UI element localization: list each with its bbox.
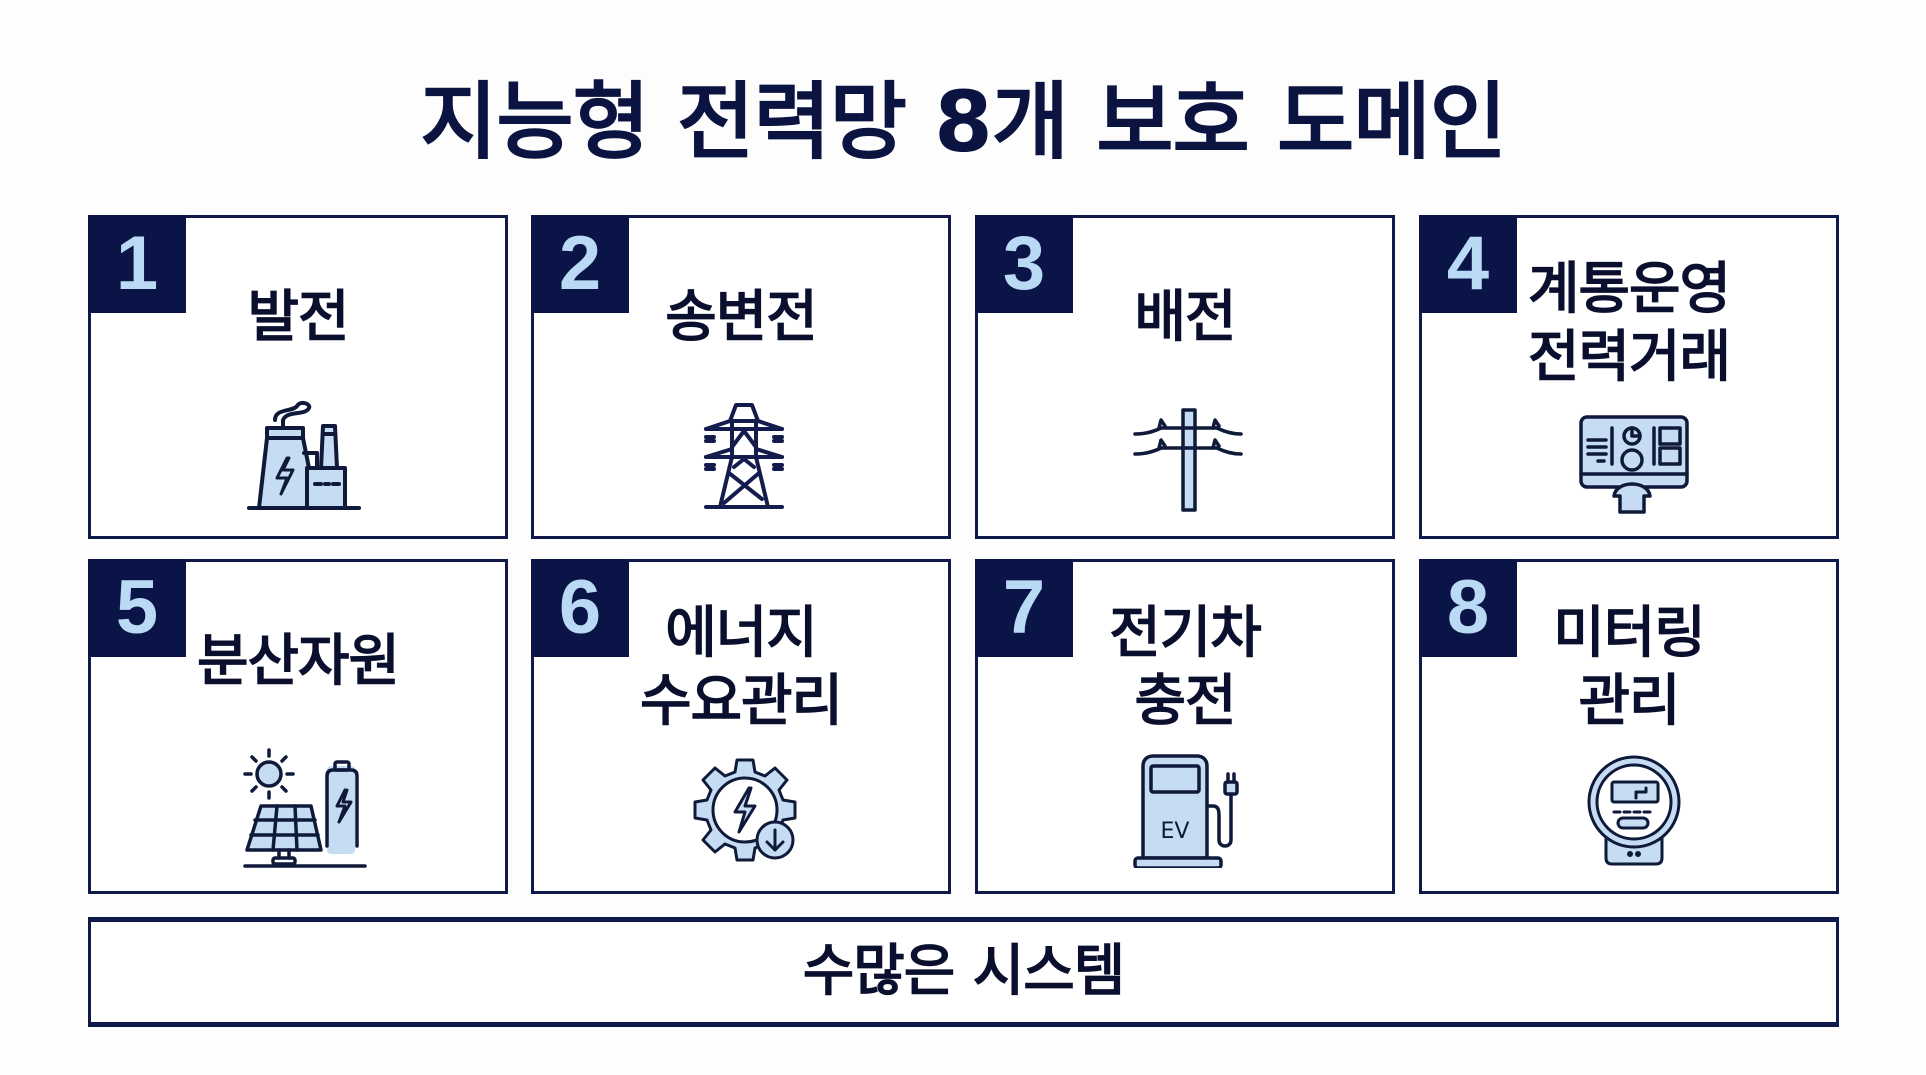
energy-gear-icon	[689, 754, 801, 866]
domain-label: 계통운영 전력거래	[1527, 257, 1731, 390]
domain-card-distribution: 3 배전	[975, 215, 1395, 539]
domain-number-badge: 8	[1419, 559, 1517, 657]
domain-label: 미터링 관리	[1553, 601, 1706, 734]
ev-charger-icon: EV	[1133, 754, 1251, 868]
domain-number-badge: 2	[531, 215, 629, 313]
domain-number-badge: 4	[1419, 215, 1517, 313]
domain-number-badge: 3	[975, 215, 1073, 313]
domain-label: 분산자원	[196, 629, 400, 694]
domain-card-generation: 1 발전	[88, 215, 508, 539]
domain-number-badge: 5	[88, 559, 186, 657]
domain-card-grid-operation-trading: 4 계통운영 전력거래	[1419, 215, 1839, 539]
domain-card-distributed-resources: 5 분산자원	[88, 559, 508, 894]
domain-number-badge: 7	[975, 559, 1073, 657]
operator-monitor-icon	[1578, 414, 1690, 514]
domain-label: 전기차 충전	[1109, 601, 1262, 734]
domain-label: 송변전	[665, 285, 818, 350]
solar-battery-icon	[243, 746, 369, 870]
ev-label: EV	[1161, 819, 1190, 844]
domain-label: 에너지 수요관리	[639, 601, 843, 734]
domain-number-badge: 6	[531, 559, 629, 657]
transmission-tower-icon	[702, 401, 786, 513]
smart-meter-icon	[1586, 754, 1682, 868]
domain-card-metering: 8 미터링 관리	[1419, 559, 1839, 894]
domain-number-badge: 1	[88, 215, 186, 313]
domain-label: 배전	[1134, 285, 1236, 350]
domain-label: 발전	[247, 285, 349, 350]
footer-label: 수많은 시스템	[802, 939, 1126, 1004]
domain-card-demand-management: 6 에너지 수요관리	[531, 559, 951, 894]
page-title: 지능형 전력망 8개 보호 도메인	[420, 73, 1507, 171]
utility-pole-icon	[1133, 408, 1243, 512]
power-plant-icon	[245, 398, 365, 514]
domain-card-transmission: 2 송변전	[531, 215, 951, 539]
domain-card-ev-charging: 7 전기차 충전 EV	[975, 559, 1395, 894]
footer-bar: 수많은 시스템	[88, 917, 1839, 1027]
